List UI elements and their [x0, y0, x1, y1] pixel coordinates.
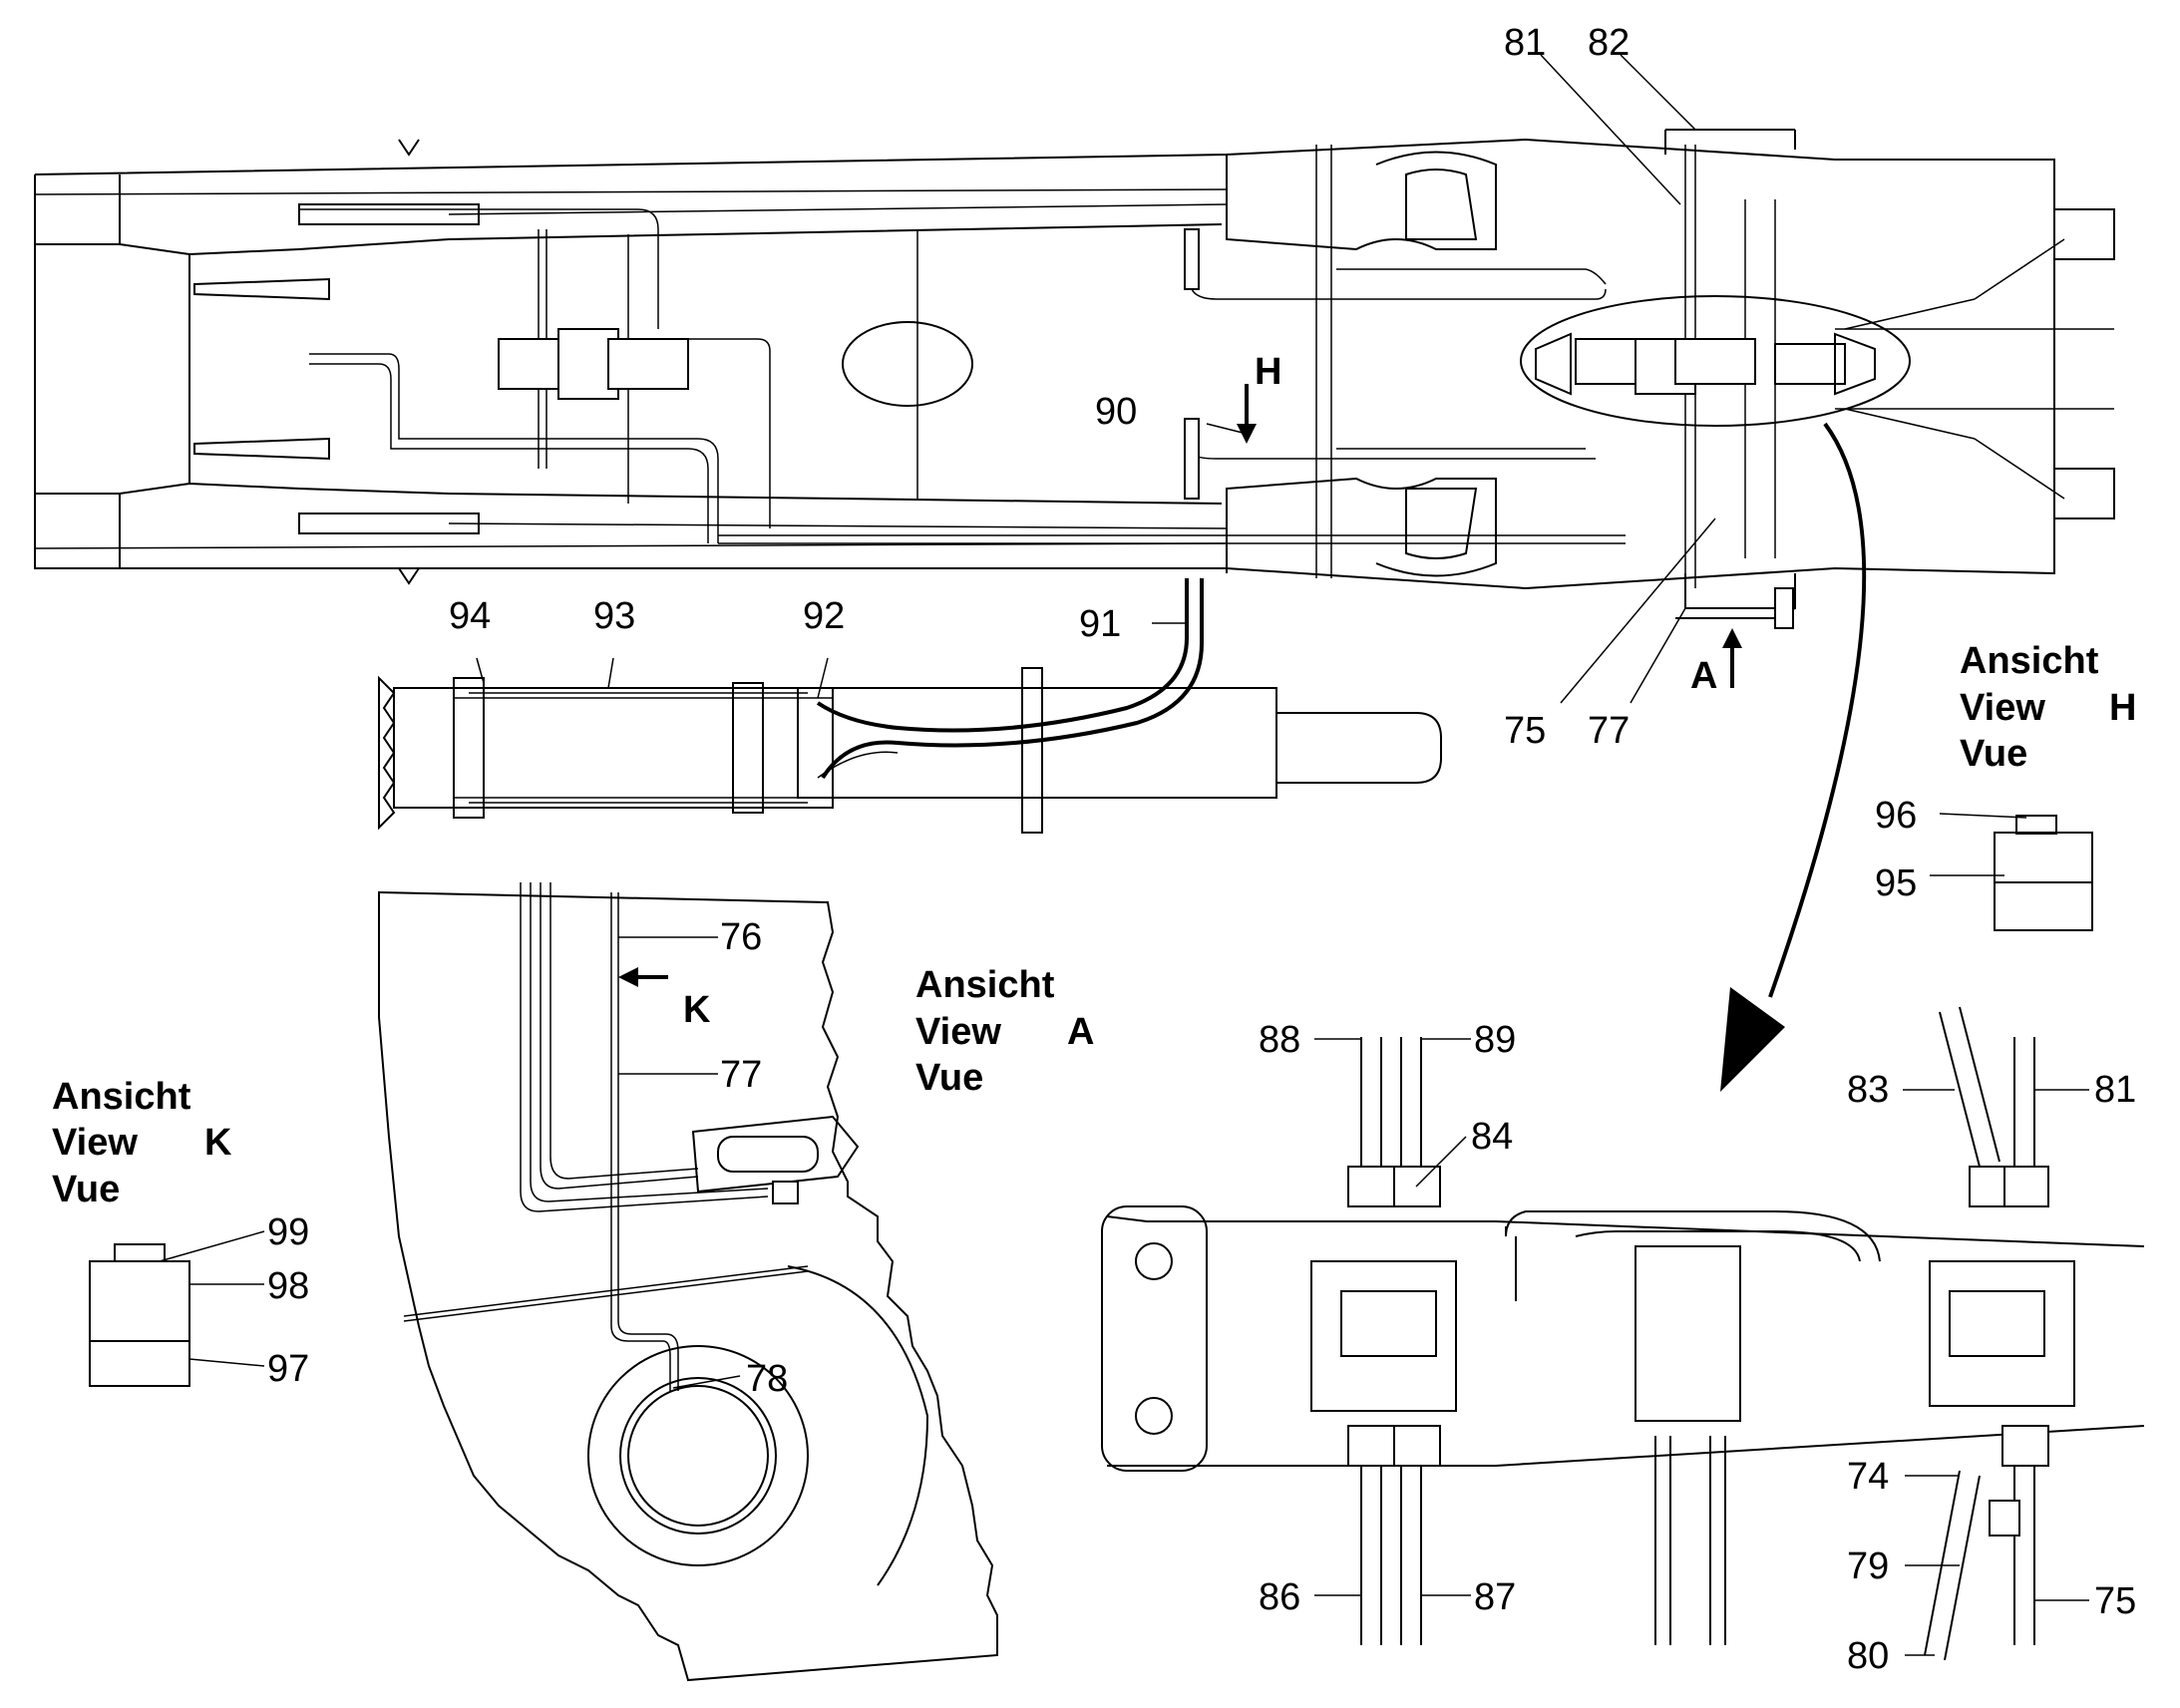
view-a-line1: Ansicht	[915, 964, 1055, 1006]
view-k-line3: Vue	[52, 1169, 120, 1210]
label-82: 82	[1588, 22, 1630, 64]
label-81b: 81	[2094, 1069, 2136, 1111]
label-77b: 77	[720, 1054, 762, 1096]
label-92: 92	[803, 595, 845, 637]
arrow-a-label: A	[1690, 655, 1717, 697]
arrow-labels: H A K	[683, 351, 1717, 1031]
arrow-h-label: H	[1255, 351, 1281, 393]
view-a-detail	[378, 882, 998, 1682]
view-h-line2: View	[1960, 687, 2045, 729]
label-81: 81	[1504, 22, 1546, 64]
label-99: 99	[267, 1211, 309, 1253]
detail-arrowhead	[1720, 987, 1785, 1092]
view-a-title: Ansicht View A Vue	[915, 964, 1094, 1099]
label-98: 98	[267, 1265, 309, 1307]
frame-valve-blocks	[498, 228, 1876, 500]
label-78: 78	[746, 1358, 788, 1400]
view-h-part	[1994, 815, 2093, 931]
label-86: 86	[1259, 1576, 1300, 1618]
label-74: 74	[1847, 1456, 1889, 1498]
arrow-k-label: K	[683, 989, 711, 1031]
view-h-line3: Vue	[1960, 733, 2027, 775]
view-a-line2: View	[915, 1011, 1001, 1053]
view-k-title: Ansicht View K Vue	[52, 1076, 232, 1210]
detail-callout-arrow	[1768, 422, 1867, 998]
view-h-line1: Ansicht	[1960, 640, 2099, 682]
label-75b: 75	[2094, 1580, 2136, 1622]
label-90: 90	[1095, 391, 1137, 433]
view-a-letter: A	[1067, 1011, 1094, 1053]
view-h-title: Ansicht View H Vue	[1960, 640, 2136, 775]
label-93: 93	[593, 595, 635, 637]
label-76: 76	[720, 916, 762, 958]
label-87: 87	[1474, 1576, 1516, 1618]
label-94: 94	[449, 595, 491, 637]
view-k-line2: View	[52, 1122, 138, 1164]
arrow-a-head	[1722, 628, 1742, 648]
detail-valve-view	[1101, 1006, 2145, 1661]
view-k-part	[89, 1243, 190, 1387]
label-83: 83	[1847, 1069, 1889, 1111]
label-75: 75	[1504, 710, 1546, 752]
main-frame	[34, 129, 2115, 590]
boom-cylinder	[378, 578, 1442, 834]
label-95: 95	[1875, 862, 1917, 904]
part-number-labels: 81 82 90 75 77 94 93 92 91 96 95 76 77 7…	[267, 22, 2136, 1677]
view-k-line1: Ansicht	[52, 1076, 191, 1118]
view-a-line3: Vue	[915, 1057, 983, 1099]
detail-ellipse	[1520, 295, 1911, 427]
view-k-letter: K	[204, 1122, 232, 1164]
label-79: 79	[1847, 1545, 1889, 1587]
label-80: 80	[1847, 1635, 1889, 1677]
label-88: 88	[1259, 1019, 1300, 1061]
label-96: 96	[1875, 795, 1917, 837]
label-84: 84	[1471, 1116, 1513, 1158]
leader-lines	[159, 54, 2089, 1656]
view-h-letter: H	[2109, 687, 2136, 729]
label-97: 97	[267, 1348, 309, 1390]
label-89: 89	[1474, 1019, 1516, 1061]
arrow-k-head	[618, 967, 638, 987]
label-77: 77	[1588, 710, 1630, 752]
label-91: 91	[1079, 603, 1121, 645]
